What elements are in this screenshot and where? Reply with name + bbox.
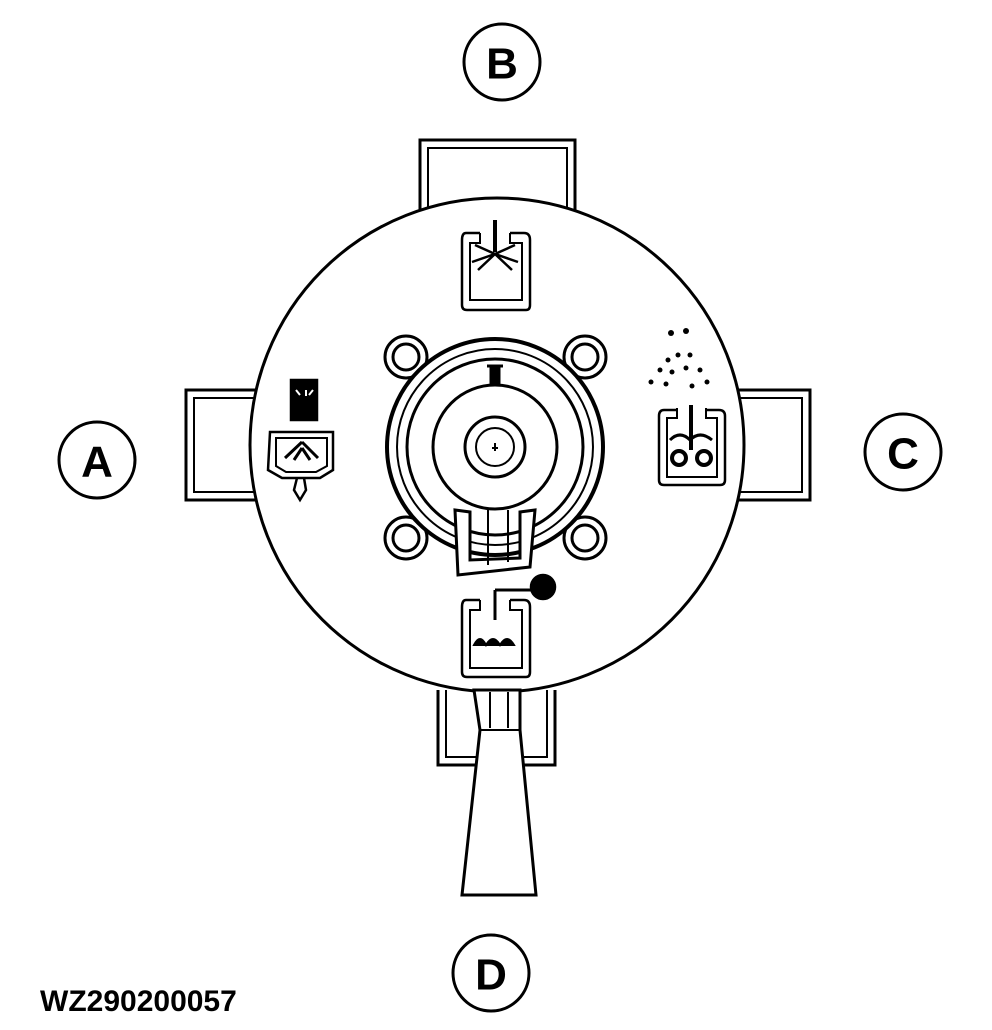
figure-code: WZ290200057 bbox=[40, 985, 237, 1018]
callout-D: D bbox=[451, 933, 531, 1013]
port-left bbox=[184, 388, 262, 502]
port-right bbox=[735, 388, 812, 502]
spray-agitate-icon bbox=[648, 328, 727, 487]
svg-text:B: B bbox=[486, 40, 518, 89]
tank-drain-icon bbox=[460, 573, 557, 679]
svg-text:C: C bbox=[887, 430, 919, 479]
selector-dial[interactable] bbox=[385, 337, 605, 577]
dial-lever[interactable] bbox=[453, 508, 537, 577]
dial-pointer bbox=[489, 364, 501, 386]
valve-handle[interactable] bbox=[460, 688, 538, 897]
svg-text:D: D bbox=[475, 951, 507, 1000]
callout-A: A bbox=[57, 420, 137, 500]
tank-rinse-nozzle-icon bbox=[460, 220, 532, 312]
bolt-holes bbox=[383, 334, 608, 561]
callout-B: B bbox=[462, 22, 542, 102]
svg-text:A: A bbox=[81, 438, 113, 487]
callout-C: C bbox=[863, 412, 943, 492]
fill-inductor-icon bbox=[266, 378, 335, 503]
port-top bbox=[418, 138, 577, 210]
